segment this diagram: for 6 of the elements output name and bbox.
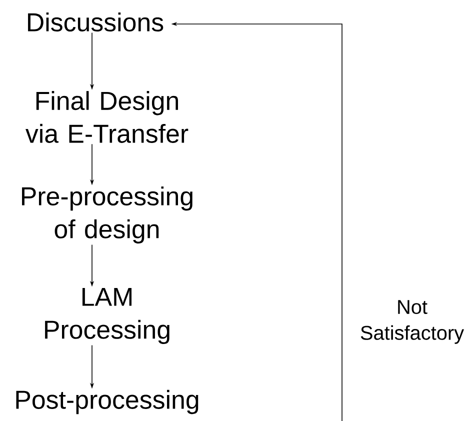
step-text: Discussions — [28, 12, 164, 32]
step-text: Pre-processing of design — [22, 186, 192, 244]
step-text: Final Design via E-Transfer — [26, 91, 188, 143]
edge-label: Not Satisfactory — [360, 300, 464, 344]
step-text: LAM Processing — [45, 288, 170, 344]
step-text: Post-processing — [16, 390, 198, 414]
